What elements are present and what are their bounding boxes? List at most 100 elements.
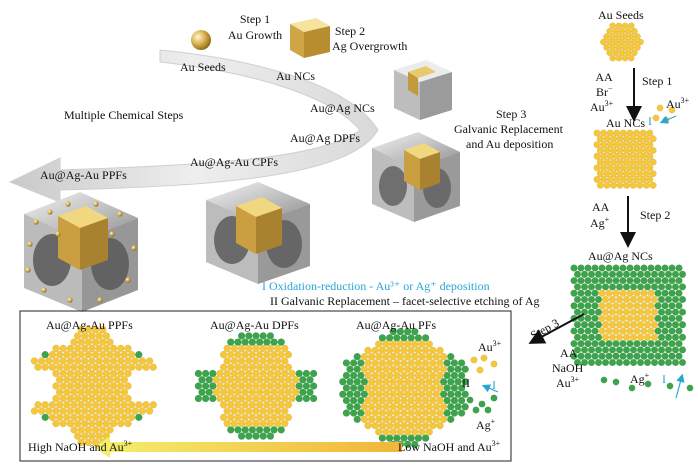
au-atom [131, 407, 139, 415]
ag-atom [378, 434, 387, 442]
au-atom [636, 146, 644, 154]
ag-atom [234, 426, 242, 434]
au-atom [149, 401, 157, 409]
au-atom [601, 333, 610, 341]
au-atom [643, 135, 651, 143]
rp-reagent-au3: Au3+ [590, 99, 614, 115]
ag-atom [647, 277, 655, 285]
au-atom [439, 352, 448, 361]
rp-au3-ion-text: Au [666, 97, 681, 111]
au-atom [646, 152, 654, 160]
ag-atom [594, 321, 603, 329]
au-atom [643, 321, 652, 329]
au-atom [212, 388, 221, 396]
au-atom [270, 401, 278, 409]
au-atom [600, 141, 608, 149]
ag-atom [636, 283, 645, 291]
au-atom [421, 359, 430, 367]
au-atom [77, 363, 85, 371]
au-atom [277, 413, 285, 422]
au-atom [432, 415, 441, 424]
au-atom [598, 289, 606, 297]
au-atom [593, 152, 601, 160]
ag-atom [396, 327, 405, 336]
au-atom [375, 340, 383, 348]
au-atom [643, 170, 651, 178]
au-atom [263, 376, 271, 384]
au-atom [234, 350, 242, 359]
au-atom [375, 403, 383, 411]
au-atom [418, 403, 426, 411]
ag-atom [629, 270, 638, 278]
au-atom [633, 164, 641, 172]
ag-atom [457, 409, 466, 417]
au-atom [613, 129, 621, 137]
au-ag-dpf-cube [372, 132, 460, 222]
ag-atom [661, 289, 669, 297]
au-atom [414, 421, 423, 430]
ag-atom [353, 415, 361, 424]
ag-ion [472, 406, 480, 414]
ag-atom [400, 434, 408, 442]
au-atom [259, 357, 267, 365]
au-atom [237, 394, 246, 403]
au-atom [127, 413, 136, 422]
ag-atom [443, 409, 451, 417]
au-atom [70, 401, 78, 409]
au-atom [393, 359, 401, 367]
ag-atom [591, 327, 599, 335]
au-atom [88, 344, 96, 353]
ag-atom [255, 338, 264, 346]
au-atom [227, 376, 235, 384]
ag-atom [664, 321, 673, 329]
au-atom [120, 376, 129, 384]
au-atom [48, 401, 57, 409]
ag-atom [573, 270, 582, 278]
ag-atom [668, 264, 676, 272]
ag-atom [447, 365, 455, 373]
au-atom [629, 308, 638, 316]
au-atom [120, 413, 129, 422]
ag-atom [454, 378, 462, 386]
ag-atom [661, 340, 669, 348]
au-atom [593, 141, 601, 149]
ag-atom [675, 314, 683, 323]
au-atom [270, 350, 278, 359]
au-atom [66, 419, 75, 428]
au-atom [99, 426, 107, 434]
ag-atom [454, 403, 462, 411]
au-atom [281, 382, 289, 390]
au-atom [616, 135, 624, 143]
au-atom [400, 359, 408, 367]
ag-atom [198, 388, 206, 396]
au-atom [230, 407, 239, 415]
rp-reagent-aa-2: AA [592, 200, 610, 214]
ag-atom [252, 332, 260, 340]
au-atom [77, 350, 85, 359]
au-atom [84, 413, 93, 422]
au-ag-ncs-label: Au@Ag NCs [310, 101, 375, 115]
au-atom [30, 357, 39, 365]
au-nc-cube [290, 18, 330, 58]
au-atom [596, 158, 604, 166]
au-atom [609, 22, 617, 30]
ag-atom [259, 432, 267, 440]
ag-atom [450, 371, 459, 380]
au-atom [95, 419, 103, 428]
ag-atom [678, 270, 687, 278]
ag-atom [657, 346, 666, 354]
ag-atom [629, 283, 638, 291]
ag-atom [584, 314, 592, 323]
ag-atom [598, 277, 606, 285]
ag-atom [450, 359, 459, 367]
rp-step1: Step 1 [642, 74, 673, 88]
au-atom [55, 401, 64, 409]
au-atom [63, 388, 71, 396]
au-seeds-label: Au Seeds [180, 60, 226, 74]
ag-atom [385, 334, 394, 342]
ag-atom [447, 415, 455, 424]
au-atom [400, 409, 408, 417]
ag-atom [657, 321, 666, 329]
ag-atom [342, 409, 351, 417]
au-atom [436, 421, 444, 430]
